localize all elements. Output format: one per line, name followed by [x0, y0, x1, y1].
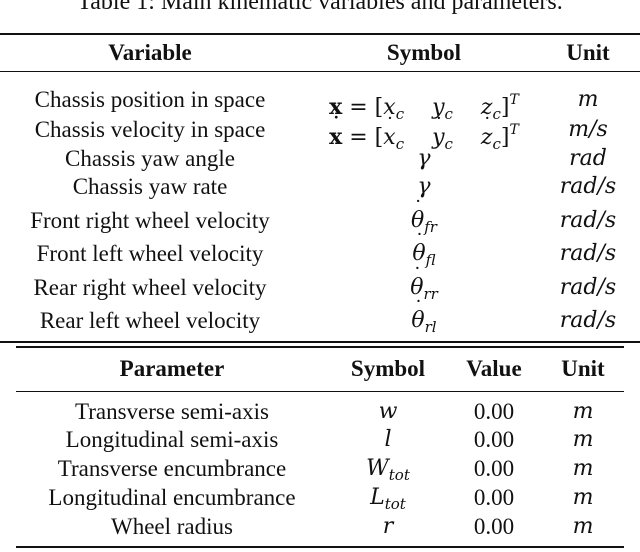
symbol-position-vector: x = [xc yc zc]T: [329, 92, 519, 123]
unit: rad/s: [559, 308, 617, 333]
symbol-velocity-vector: x = [xc yc zc]T: [300, 116, 548, 158]
value: 0.00: [473, 427, 515, 452]
symbol-l-tot: Ltot: [370, 485, 406, 513]
table-row: Front right wheel velocity θfr rad/s: [0, 207, 640, 236]
symbol: γ: [417, 174, 431, 199]
variable-name: Front left wheel velocity: [36, 241, 264, 266]
value: 0.00: [473, 485, 515, 510]
unit: m: [572, 456, 594, 481]
table1-top-rule: [0, 33, 640, 35]
unit: rad/s: [559, 208, 617, 233]
header-variable: Variable: [108, 40, 192, 65]
table-row: Rear left wheel velocity θrl rad/s: [0, 307, 640, 336]
value: 0.00: [473, 456, 515, 481]
header-parameter: Parameter: [119, 356, 225, 381]
header-unit: Unit: [561, 356, 605, 381]
unit: m: [577, 87, 599, 112]
table2-bottom-rule: [16, 546, 624, 548]
parameter-name: Longitudinal semi-axis: [65, 427, 279, 452]
symbol-theta-dot-rl: θrl: [300, 307, 548, 341]
unit: m: [572, 485, 594, 510]
parameter-name: Wheel radius: [111, 514, 233, 539]
table-row: Transverse semi-axis w 0.00 m: [0, 398, 640, 426]
unit: m/s: [568, 117, 608, 142]
value: 0.00: [473, 514, 515, 539]
unit: m: [572, 514, 594, 539]
table-caption: Table 1: Main kinematic variables and pa…: [77, 0, 563, 15]
variable-name: Front right wheel velocity: [30, 208, 270, 233]
table1-bottom-rule: [0, 341, 640, 343]
variable-name: Chassis yaw rate: [72, 174, 228, 199]
variable-name: Chassis yaw angle: [65, 146, 235, 171]
header-value: Value: [466, 356, 522, 381]
unit: rad: [569, 146, 607, 171]
symbol: r: [382, 514, 394, 539]
parameter-name: Longitudinal encumbrance: [48, 485, 296, 510]
parameter-name: Transverse semi-axis: [75, 399, 269, 424]
value: 0.00: [473, 399, 515, 424]
symbol: w: [378, 399, 398, 424]
table-row: Rear right wheel velocity θrr rad/s: [0, 274, 640, 303]
symbol: l: [384, 427, 392, 452]
table-row: Chassis position in space x = [xc yc zc]…: [0, 86, 640, 123]
unit: rad/s: [559, 241, 617, 266]
table1-header-row: Variable Symbol Unit: [0, 39, 640, 67]
table-row: Chassis yaw angle γ rad: [0, 145, 640, 173]
table2-header-rule: [16, 391, 624, 392]
header-symbol: Symbol: [386, 40, 462, 65]
variable-name: Chassis velocity in space: [34, 117, 266, 142]
table-row: Longitudinal encumbrance Ltot 0.00 m: [0, 484, 640, 513]
unit: rad/s: [559, 174, 617, 199]
table-row: Front left wheel velocity θfl rad/s: [0, 240, 640, 269]
table2-header-row: Parameter Symbol Value Unit: [0, 355, 640, 383]
symbol-w-tot: Wtot: [366, 456, 410, 484]
table-row: Longitudinal semi-axis l 0.00 m: [0, 426, 640, 454]
table-row: Transverse encumbrance Wtot 0.00 m: [0, 455, 640, 484]
table2-top-rule: [16, 346, 624, 348]
symbol: γ: [417, 146, 431, 171]
table-row: Wheel radius r 0.00 m: [0, 513, 640, 541]
unit: m: [572, 427, 594, 452]
header-unit: Unit: [566, 40, 610, 65]
unit: rad/s: [559, 275, 617, 300]
unit: m: [572, 399, 594, 424]
symbol-theta-dot-rr: θrr: [300, 274, 548, 308]
parameter-name: Transverse encumbrance: [57, 456, 287, 481]
variable-name: Rear right wheel velocity: [33, 275, 267, 300]
symbol-theta-dot-fl: θfl: [300, 240, 548, 274]
table-row: Chassis velocity in space x = [xc yc zc]…: [0, 116, 640, 153]
table-row: Chassis yaw rate γ rad/s: [0, 173, 640, 201]
table1-header-rule: [0, 71, 640, 72]
variable-name: Rear left wheel velocity: [39, 308, 261, 333]
variable-name: Chassis position in space: [34, 87, 266, 112]
header-symbol: Symbol: [350, 356, 426, 381]
